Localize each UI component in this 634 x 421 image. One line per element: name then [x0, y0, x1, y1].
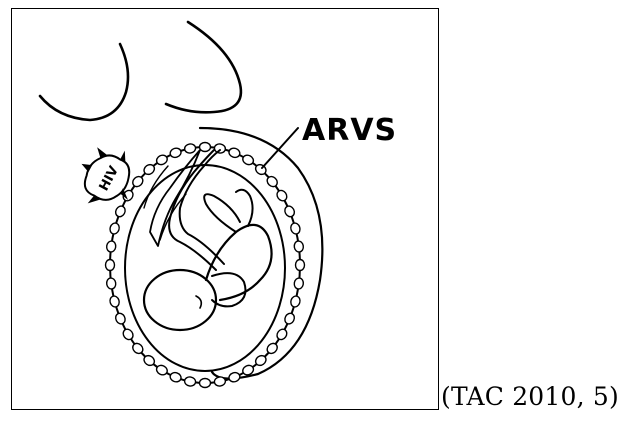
- placenta-bead: [289, 295, 301, 308]
- placenta-bead: [228, 147, 241, 159]
- placenta-bead: [289, 222, 301, 235]
- placenta-bead: [114, 204, 127, 218]
- placenta-bead: [275, 327, 289, 341]
- placenta-bead: [200, 143, 211, 152]
- placenta-bead: [283, 204, 296, 218]
- placenta-bead: [169, 147, 182, 159]
- placenta-bead: [228, 371, 241, 383]
- placenta-bead: [155, 364, 169, 377]
- placenta-bead: [214, 143, 226, 154]
- placenta-bead: [114, 312, 127, 326]
- placenta-bead: [293, 277, 304, 289]
- placenta-bead: [106, 240, 117, 252]
- placenta-bead: [241, 153, 255, 166]
- placenta-bead: [214, 376, 226, 387]
- placenta-bead: [109, 222, 121, 235]
- placenta-bead: [184, 143, 196, 154]
- placenta-bead: [275, 189, 289, 203]
- placenta-bead: [184, 376, 196, 387]
- placenta-tissue: [150, 150, 200, 246]
- placenta-bead: [106, 260, 115, 271]
- placenta-bead: [169, 371, 182, 383]
- breast-right: [166, 22, 241, 112]
- placenta-bead: [200, 379, 211, 388]
- breast-left: [40, 44, 128, 120]
- fetus-leg-1: [204, 194, 240, 232]
- arvs-label: ARVS: [302, 113, 397, 148]
- figure-caption: (TAC 2010, 5): [441, 382, 619, 411]
- placenta-bead: [296, 260, 305, 271]
- placenta-bead: [283, 312, 296, 326]
- placenta-bead: [121, 327, 135, 341]
- placenta-bead: [293, 240, 304, 252]
- placenta-bead: [155, 153, 169, 166]
- placenta-beads: [106, 143, 305, 388]
- placenta-bead: [109, 295, 121, 308]
- placenta-bead: [106, 277, 117, 289]
- fetus-body: [206, 225, 272, 300]
- fetus-ear: [196, 296, 201, 308]
